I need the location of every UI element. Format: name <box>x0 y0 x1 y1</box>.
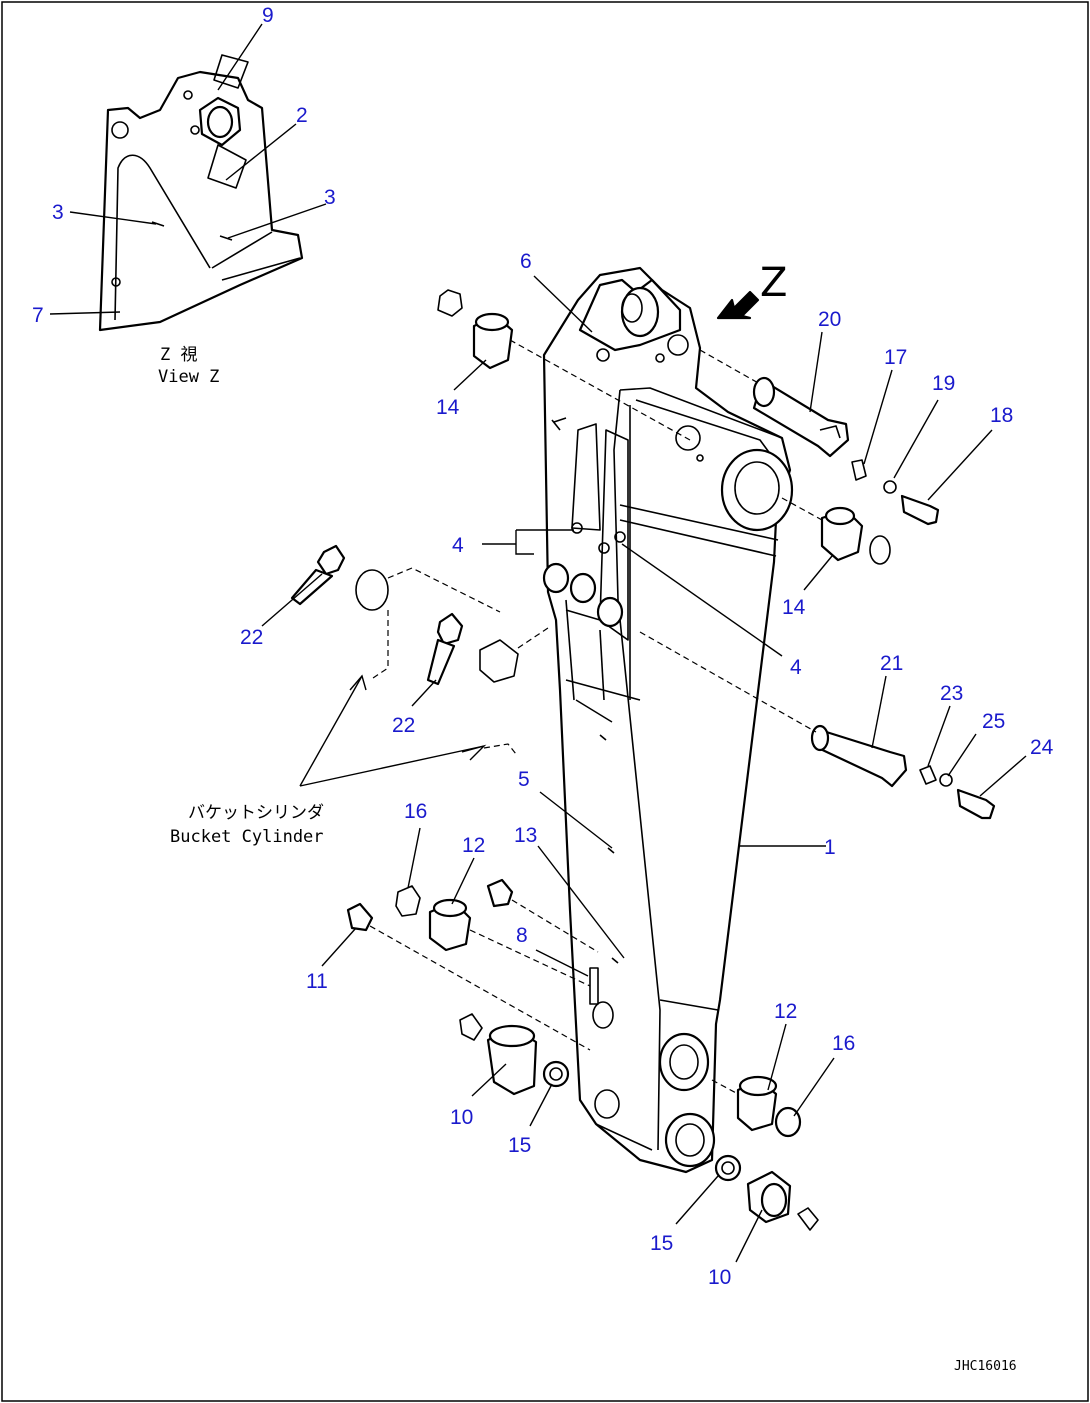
callout-19: 19 <box>932 372 955 395</box>
callout-23: 23 <box>940 682 963 705</box>
callout-10-left: 10 <box>450 1106 473 1129</box>
callout-11: 11 <box>306 970 328 993</box>
callout-9: 9 <box>262 4 274 27</box>
callout-18: 18 <box>990 404 1013 427</box>
callout-3-right: 3 <box>324 186 336 209</box>
callout-13: 13 <box>514 824 537 847</box>
right-bushing-14 <box>781 497 891 565</box>
view-z-arrow <box>716 290 760 320</box>
callout-8: 8 <box>516 924 528 947</box>
callout-10-right: 10 <box>708 1266 731 1289</box>
bucket-cylinder-label-en: Bucket Cylinder <box>170 827 324 847</box>
callout-12-left: 12 <box>462 834 485 857</box>
callout-25: 25 <box>982 710 1005 733</box>
callout-3-left: 3 <box>52 201 64 224</box>
bucket-cylinder-side-parts <box>346 743 599 1051</box>
callout-22-left: 22 <box>240 626 263 649</box>
upper-right-pin <box>699 349 940 526</box>
bucket-cylinder-label-jp: バケットシリンダ <box>188 803 324 823</box>
callout-15-right: 15 <box>650 1232 673 1255</box>
callout-17: 17 <box>884 346 907 369</box>
upper-left-parts <box>437 289 691 441</box>
callout-24: 24 <box>1030 736 1054 759</box>
callout-20: 20 <box>818 308 841 331</box>
callout-16-left: 16 <box>404 800 427 823</box>
lower-right-bushings <box>711 1075 819 1231</box>
drawing-code: JHC16016 <box>954 1359 1017 1374</box>
arm-body <box>542 266 794 1174</box>
callout-14-left: 14 <box>436 396 460 419</box>
callout-21: 21 <box>880 652 903 675</box>
callout-12-right: 12 <box>774 1000 797 1023</box>
callout-2: 2 <box>296 104 308 127</box>
callout-7: 7 <box>32 304 44 327</box>
callout-22-right: 22 <box>392 714 415 737</box>
callout-5: 5 <box>518 768 530 791</box>
view-z-caption-jp: Z 視 <box>160 345 197 365</box>
view-z-direction-label: Z <box>760 260 787 306</box>
callout-6: 6 <box>520 250 532 273</box>
view-z-leaders <box>49 23 327 315</box>
callout-4-left: 4 <box>452 534 464 557</box>
callout-4-right: 4 <box>790 656 802 679</box>
callout-16-right: 16 <box>832 1032 855 1055</box>
left-grease-fittings-22 <box>290 544 549 686</box>
callout-labels: 9 2 3 3 7 6 20 17 19 18 14 14 4 4 22 22 … <box>32 4 1054 1289</box>
lower-right-pin-21 <box>639 631 996 820</box>
lower-left-bushings <box>459 1013 570 1096</box>
callout-14-right: 14 <box>782 596 806 619</box>
view-z-caption-en: View Z <box>158 367 219 387</box>
leader-lines <box>261 275 1027 1263</box>
view-z-inset <box>98 54 304 332</box>
callout-15-left: 15 <box>508 1134 531 1157</box>
callout-1: 1 <box>824 836 836 859</box>
